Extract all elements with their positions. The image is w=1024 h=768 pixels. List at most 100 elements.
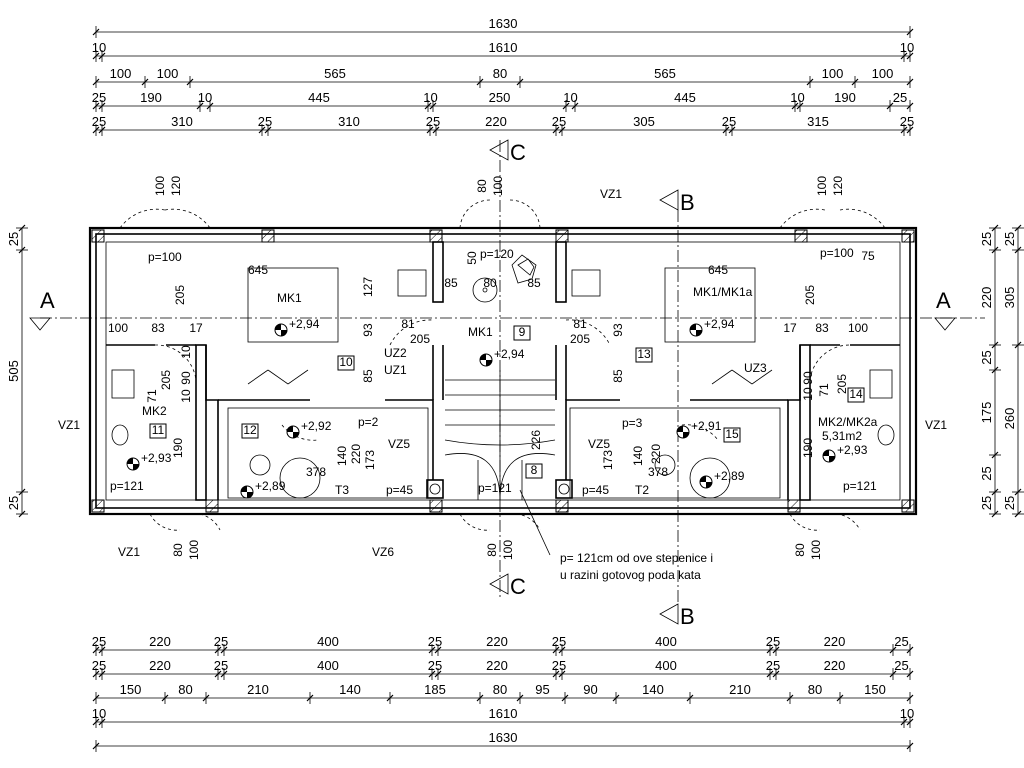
right-inner-dim-1: 220 [979, 287, 994, 309]
label-vz1-left: VZ1 [58, 418, 80, 432]
bottom-dim-1-0: 25 [92, 658, 106, 673]
inner-dim-d10-l: 10 [179, 345, 193, 359]
top-dim-3-8: 10 [790, 90, 804, 105]
room-t2: T2 [635, 483, 649, 497]
room-number-10: 10 [339, 355, 353, 369]
section-c-bottom: C [510, 574, 526, 599]
parapet-p45-left: p=45 [386, 483, 413, 497]
fixtures [111, 267, 895, 499]
building-walls [88, 226, 918, 516]
left-dim-2: 25 [6, 496, 21, 510]
room-mk2: MK2 [142, 404, 167, 418]
top-dim-4-9: 315 [807, 114, 829, 129]
room-t3: T3 [335, 483, 349, 497]
bottom-dim-2-2: 210 [247, 682, 269, 697]
top-dim-2-4: 565 [654, 66, 676, 81]
room-number-box-13 [635, 347, 653, 363]
top-dim-3-9: 190 [834, 90, 856, 105]
bottom-dim-1-2: 25 [214, 658, 228, 673]
parapet-labels: p=100 p=100 p=120 p=121 p=121 p=121 p=45… [110, 246, 877, 497]
label-vz5-left: VZ5 [388, 437, 410, 451]
top-dim-2-6: 100 [872, 66, 894, 81]
level-marker-center: +2,94 [479, 347, 525, 367]
dim-row-top-0: 1630 [92, 16, 914, 38]
inner-dim-d81-left: 81 [401, 317, 415, 331]
top-dim-3-10: 25 [893, 90, 907, 105]
right-outer-dim-1: 305 [1002, 287, 1017, 309]
bottom-dim-2-8: 140 [642, 682, 664, 697]
bottom-dim-2-11: 150 [864, 682, 886, 697]
top-dim-4-0: 25 [92, 114, 106, 129]
inner-dim-top-100-l: 100 [153, 176, 167, 196]
room-number-box-9 [513, 325, 531, 341]
section-b-bottom: B [680, 604, 695, 629]
inner-dim-bot-100-c: 100 [501, 540, 515, 560]
parapet-p2: p=2 [358, 415, 379, 429]
bottom-dim-1-3: 400 [317, 658, 339, 673]
right-outer-dim-3: 25 [1002, 496, 1017, 510]
right-inner-dim-2: 25 [979, 350, 994, 364]
room-mk1-center: MK1 [468, 325, 493, 339]
level-value-mk1-left: +2,94 [289, 317, 320, 331]
top-dim-4-2: 25 [258, 114, 272, 129]
inner-dim-top-100-r: 100 [815, 176, 829, 196]
room-number-9: 9 [519, 325, 526, 339]
room-number-12: 12 [243, 423, 257, 437]
bottom-dim-2-10: 80 [808, 682, 822, 697]
top-dim-4-1: 310 [171, 114, 193, 129]
parapet-p100-left: p=100 [148, 250, 182, 264]
top-dim-4-4: 25 [426, 114, 440, 129]
room-number-14: 14 [849, 387, 863, 401]
inner-dim-d190-r: 190 [801, 438, 815, 458]
top-dim-0-0: 1630 [489, 16, 518, 31]
level-marker-mk1-left: +2,94 [274, 317, 320, 337]
bottom-dim-2-3: 140 [339, 682, 361, 697]
bottom-dim-0-7: 400 [655, 634, 677, 649]
level-value-center: +2,94 [494, 347, 525, 361]
level-marker-t3-lower: +2,89 [240, 479, 286, 499]
room-number-box-12 [241, 423, 259, 439]
inner-dim-d205-right: 205 [803, 285, 817, 305]
inner-dim-d173-l: 173 [363, 450, 377, 470]
inner-dim-d127: 127 [361, 277, 375, 297]
bottom-dim-1-6: 25 [552, 658, 566, 673]
top-dim-2-0: 100 [110, 66, 132, 81]
inner-dim-d173-r: 173 [601, 450, 615, 470]
top-dim-3-7: 445 [674, 90, 696, 105]
top-dim-4-6: 25 [552, 114, 566, 129]
room-number-box-8 [525, 463, 543, 479]
parapet-p45-right: p=45 [582, 483, 609, 497]
top-dim-3-2: 10 [198, 90, 212, 105]
level-value-mk2-left: +2,93 [141, 451, 172, 465]
right-inner-dim-5: 25 [979, 496, 994, 510]
inner-dim-bot-100-r: 100 [809, 540, 823, 560]
top-dim-4-10: 25 [900, 114, 914, 129]
label-vz1-right: VZ1 [925, 418, 947, 432]
bottom-dim-0-10: 25 [894, 634, 908, 649]
inner-dim-d100-ll: 100 [108, 321, 128, 335]
label-vz1-top: VZ1 [600, 187, 622, 201]
bottom-dim-0-5: 220 [486, 634, 508, 649]
inner-dim-d140-r: 140 [631, 446, 645, 466]
top-dim-1-0: 10 [92, 40, 106, 55]
room-number-box-15 [723, 427, 741, 443]
parapet-p121-right: p=121 [843, 479, 877, 493]
left-dim-0: 25 [6, 232, 21, 246]
room-number-11: 11 [152, 423, 165, 437]
inner-dim-d81-right: 81 [573, 317, 587, 331]
right-inner-dim-0: 25 [979, 232, 994, 246]
bottom-dim-1-7: 400 [655, 658, 677, 673]
inner-dim-bot-80-r: 80 [793, 543, 807, 557]
inner-dim-d17-r: 17 [783, 321, 797, 335]
room-number-8: 8 [531, 463, 538, 477]
inner-dim-bot-80-l: 80 [171, 543, 185, 557]
label-vz6: VZ6 [372, 545, 394, 559]
top-dim-4-8: 25 [722, 114, 736, 129]
label-vz5-right: VZ5 [588, 437, 610, 451]
